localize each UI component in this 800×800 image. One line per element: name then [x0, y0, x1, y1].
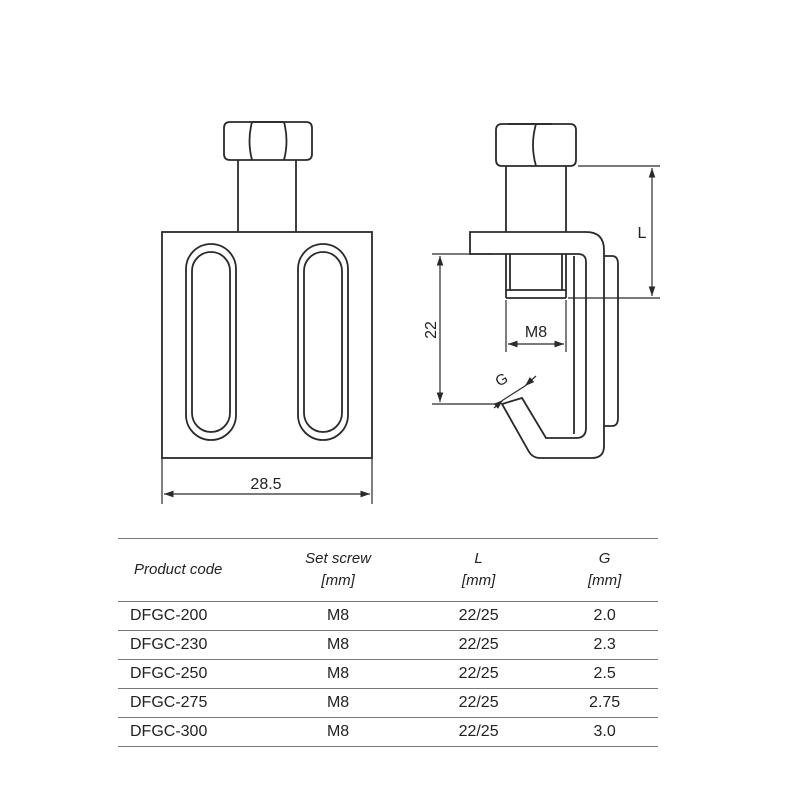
length-dimension: [568, 165, 660, 299]
product-spec-table: Product code Set screw [mm] L [mm] G [mm…: [118, 538, 658, 747]
cell-product-code: DFGC-275: [118, 688, 271, 718]
table-row: DFGC-300 M8 22/25 3.0: [118, 717, 658, 747]
side-hex-nut: [495, 123, 577, 167]
cell-g: 3.0: [551, 717, 658, 747]
front-hex-nut: [223, 121, 313, 161]
header-set-screw-unit: [mm]: [321, 572, 355, 589]
cell-set-screw: M8: [270, 688, 406, 718]
width-dimension-label: 28.5: [250, 476, 281, 493]
width-dimension: [161, 458, 373, 504]
header-l-unit: [mm]: [461, 572, 496, 589]
cell-l: 22/25: [405, 659, 552, 689]
header-set-screw-label: Set screw: [305, 550, 372, 567]
cell-set-screw: M8: [270, 717, 406, 747]
cell-set-screw: M8: [270, 630, 406, 660]
table-header-row: Product code Set screw [mm] L [mm] G [mm…: [118, 538, 658, 602]
header-l-label: L: [474, 550, 483, 567]
front-slot-right: [297, 243, 349, 441]
table-row: DFGC-250 M8 22/25 2.5: [118, 659, 658, 689]
header-g: G [mm]: [551, 538, 658, 602]
table-row: DFGC-275 M8 22/25 2.75: [118, 688, 658, 718]
front-bolt-shank: [237, 160, 297, 232]
cell-l: 22/25: [405, 688, 552, 718]
cell-g: 2.75: [551, 688, 658, 718]
header-g-unit: [mm]: [587, 572, 622, 589]
header-product-code-label: Product code: [134, 561, 223, 578]
cell-l: 22/25: [405, 630, 552, 660]
length-dimension-label: L: [638, 225, 647, 242]
front-body-block: [161, 231, 373, 459]
header-product-code: Product code: [118, 538, 271, 602]
side-back-plate: [604, 255, 619, 427]
gap-dimension: [493, 375, 537, 409]
cell-g: 2.3: [551, 630, 658, 660]
table-row: DFGC-200 M8 22/25 2.0: [118, 601, 658, 631]
cell-l: 22/25: [405, 717, 552, 747]
gap-dimension-label: G: [492, 370, 511, 391]
cell-product-code: DFGC-300: [118, 717, 271, 747]
cell-g: 2.5: [551, 659, 658, 689]
height-dimension: [432, 253, 500, 405]
front-slot-right-inner: [303, 251, 343, 433]
height-dimension-label: 22: [423, 321, 440, 339]
side-clamp-body: [469, 231, 605, 459]
front-slot-left-inner: [191, 251, 231, 433]
technical-drawing: 28.5 L 22: [161, 121, 660, 504]
front-slot-left: [185, 243, 237, 441]
table-row: DFGC-230 M8 22/25 2.3: [118, 630, 658, 660]
thread-dimension: [505, 300, 567, 352]
cell-set-screw: M8: [270, 601, 406, 631]
cell-set-screw: M8: [270, 659, 406, 689]
header-set-screw: Set screw [mm]: [270, 538, 406, 602]
cell-product-code: DFGC-200: [118, 601, 271, 631]
cell-product-code: DFGC-250: [118, 659, 271, 689]
front-view: [161, 121, 373, 459]
cell-l: 22/25: [405, 601, 552, 631]
thread-dimension-label: M8: [525, 324, 547, 341]
header-l: L [mm]: [405, 538, 552, 602]
cell-g: 2.0: [551, 601, 658, 631]
cell-product-code: DFGC-230: [118, 630, 271, 660]
header-g-label: G: [598, 550, 611, 567]
side-view: [469, 123, 619, 459]
